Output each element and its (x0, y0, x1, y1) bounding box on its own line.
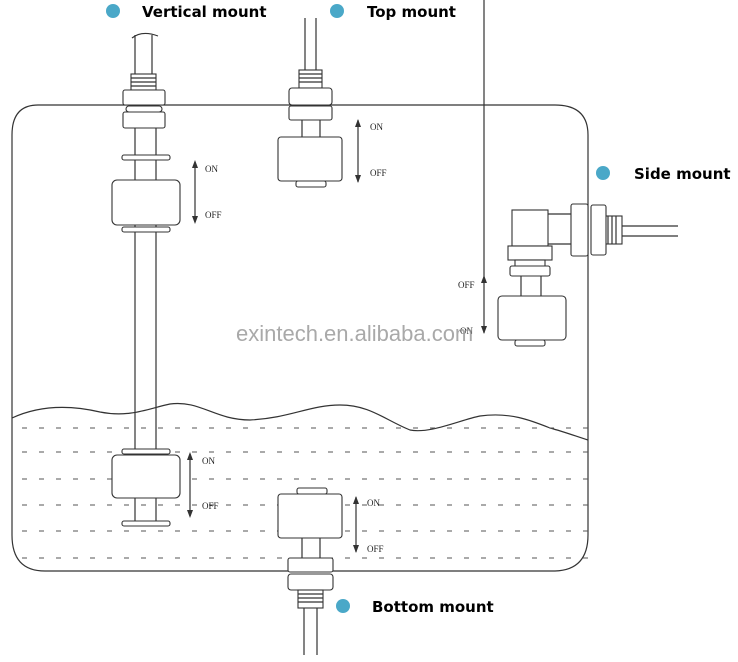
vertical-on-label: ON (205, 164, 218, 174)
top-mount-title: Top mount (367, 3, 456, 21)
vertical-mount-switch: ON OFF ON OFF (111, 32, 222, 527)
tank-outline (11, 104, 589, 572)
label-side-mount: Side mount (596, 165, 731, 183)
vertical-mount-title: Vertical mount (142, 3, 267, 21)
bullet-icon (596, 166, 610, 180)
top-mount-switch: ON OFF (277, 18, 387, 188)
liquid-surface (11, 402, 589, 441)
side-mount-switch: OFF ON (458, 0, 678, 347)
label-top-mount: Top mount (330, 3, 456, 21)
label-vertical-mount: Vertical mount (106, 3, 267, 21)
bottom-off-label: OFF (367, 544, 384, 554)
bottom-on-label: ON (367, 498, 380, 508)
side-on-label: ON (460, 326, 473, 336)
top-on-label: ON (370, 122, 383, 132)
bullet-icon (106, 4, 120, 18)
side-mount-title: Side mount (634, 165, 731, 183)
top-off-label: OFF (370, 168, 387, 178)
bottom-mount-switch: ON OFF (277, 487, 384, 655)
vertical-off-label: OFF (205, 210, 222, 220)
bottom-mount-title: Bottom mount (372, 598, 494, 616)
side-off-label: OFF (458, 280, 475, 290)
bullet-icon (336, 599, 350, 613)
vertical-lower-off-label: OFF (202, 501, 219, 511)
bullet-icon (330, 4, 344, 18)
label-bottom-mount: Bottom mount (336, 598, 494, 616)
watermark: exintech.en.alibaba.com (236, 321, 473, 346)
vertical-lower-on-label: ON (202, 456, 215, 466)
